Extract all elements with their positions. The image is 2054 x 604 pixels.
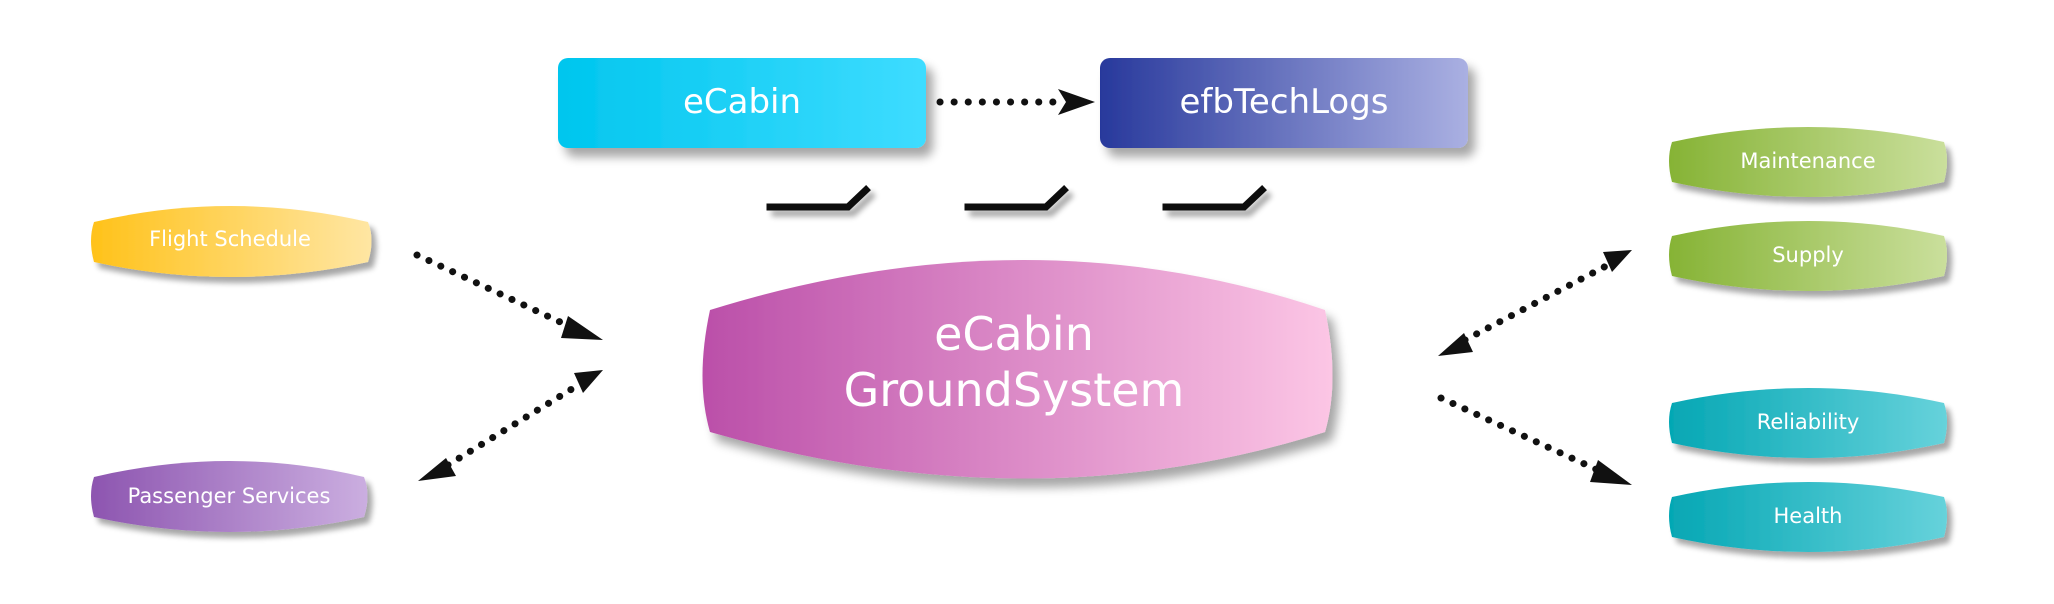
connection-symbols [766,185,1267,211]
ground-system-title-line2: GroundSystem [844,363,1185,417]
efbtechlogs-box: efbTechLogs [1100,58,1468,148]
flight-schedule-label: Flight Schedule [149,227,311,251]
ground-system-node: eCabin GroundSystem [702,260,1333,479]
ecabin-box: eCabin [558,58,926,148]
health-label: Health [1774,504,1843,528]
efbtechlogs-box-label: efbTechLogs [1179,82,1388,122]
ground-system-title-line1: eCabin [934,307,1094,361]
passenger-services-label: Passenger Services [128,484,331,508]
supply-node: Supply [1669,221,1947,291]
maintenance-node: Maintenance [1669,127,1947,197]
ground-system-supply-bidirectional-arrow [1438,250,1632,356]
ecabin-to-efbtechlogs-arrow [936,89,1095,115]
supply-label: Supply [1772,243,1844,267]
health-node: Health [1669,482,1947,552]
reliability-node: Reliability [1669,388,1947,458]
maintenance-label: Maintenance [1740,149,1875,173]
connection-symbol-2 [964,185,1069,211]
passenger-services-ground-system-bidirectional-arrow [418,370,603,481]
reliability-label: Reliability [1757,410,1860,434]
passenger-services-node: Passenger Services [91,461,368,532]
connection-symbol-1 [766,185,871,211]
flight-schedule-to-ground-system-arrow [413,251,603,340]
ecabin-box-label: eCabin [683,82,801,122]
flight-schedule-node: Flight Schedule [91,206,372,277]
ground-system-to-reliability-arrow [1437,394,1632,485]
connection-symbol-3 [1162,185,1267,211]
